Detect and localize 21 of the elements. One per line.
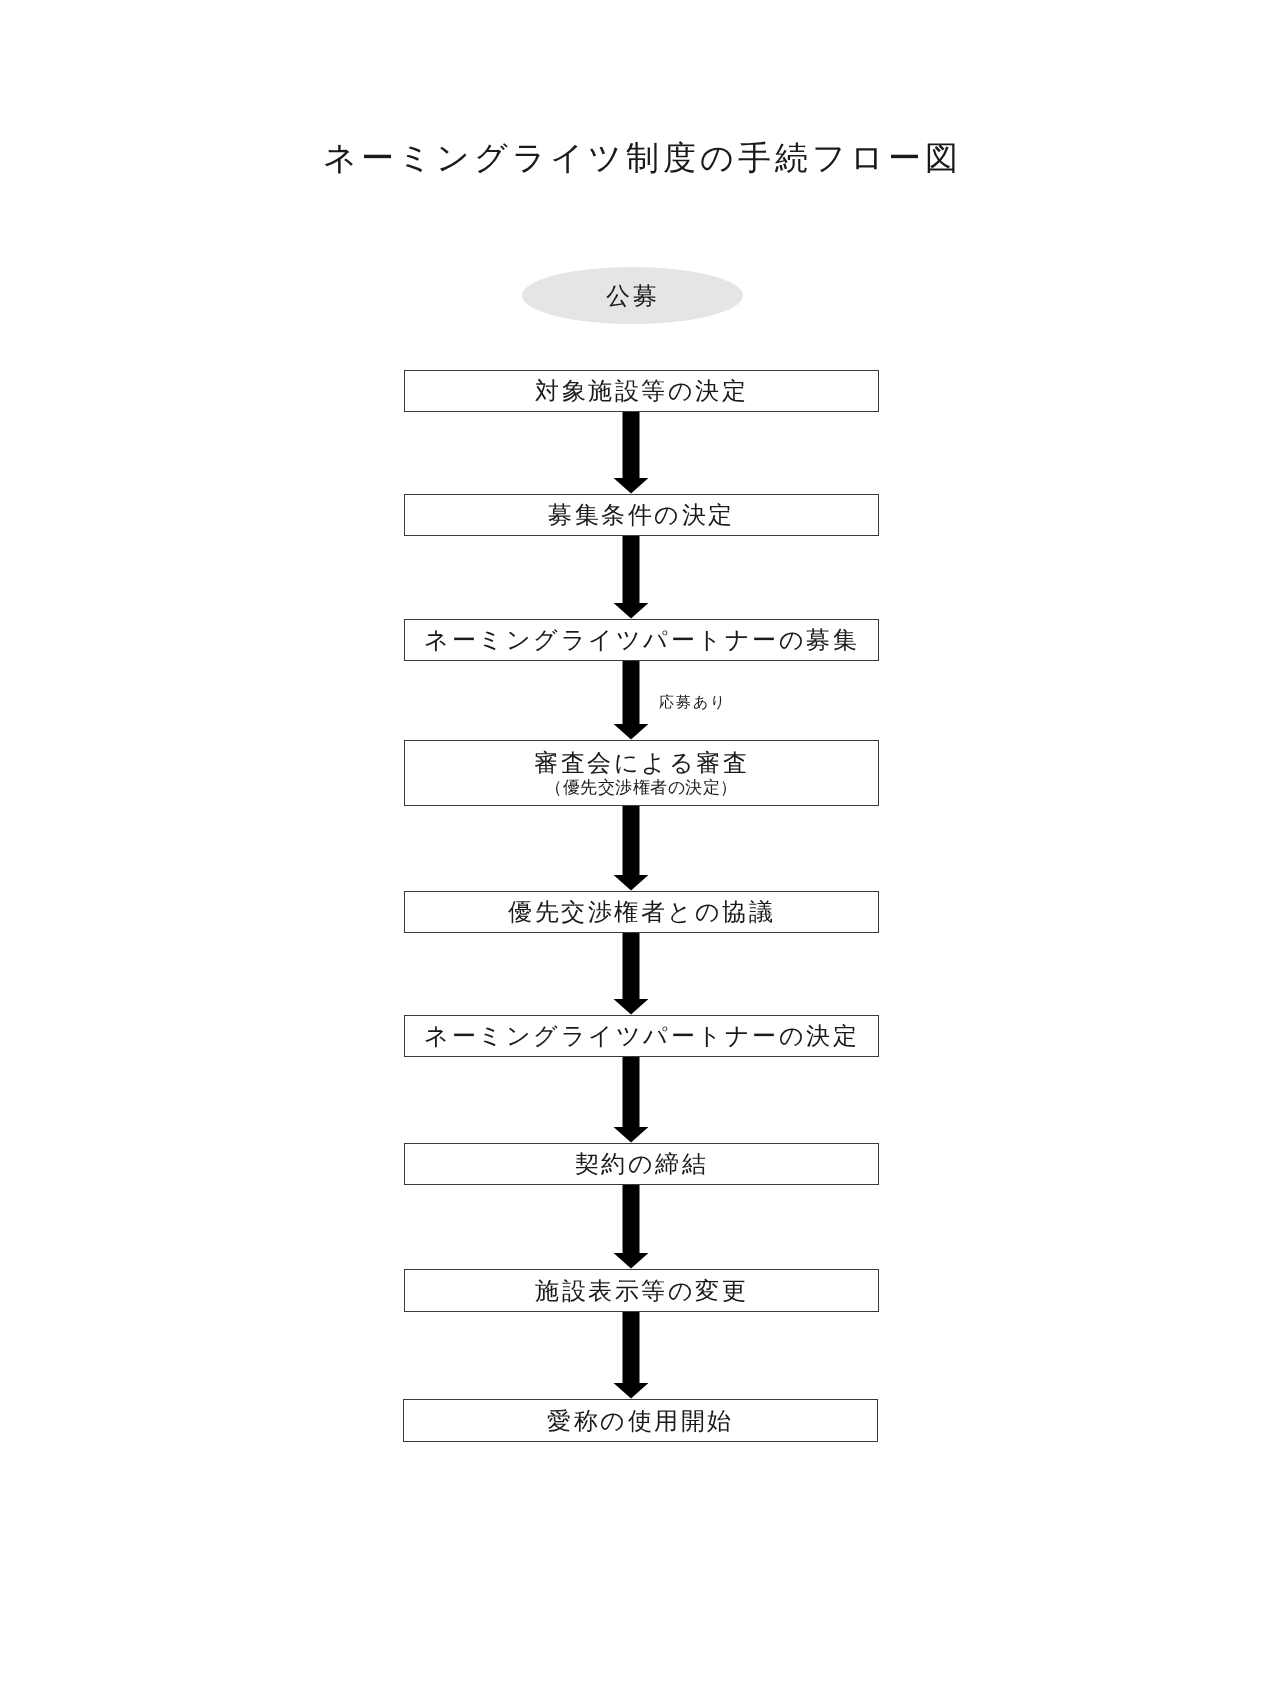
process-box: 施設表示等の変更 <box>404 1269 879 1312</box>
process-box: 契約の締結 <box>404 1143 879 1185</box>
arrow <box>613 1312 649 1399</box>
title: ネーミングライツ制度の手続フロー図 <box>321 137 962 179</box>
arrow <box>613 933 649 1015</box>
arrow <box>613 1185 649 1269</box>
arrow <box>613 536 649 619</box>
process-box: 愛称の使用開始 <box>403 1399 878 1442</box>
arrow <box>613 1057 649 1143</box>
arrow <box>613 661 649 740</box>
process-box: ネーミングライツパートナーの募集 <box>404 619 879 661</box>
process-box: 対象施設等の決定 <box>404 370 879 412</box>
step-note: （優先交渉権者の決定） <box>545 776 738 797</box>
terminal-ellipse: 公募 <box>522 267 743 324</box>
process-box: ネーミングライツパートナーの決定 <box>404 1015 879 1057</box>
process-box: 優先交渉権者との協議 <box>404 891 879 933</box>
process-box <box>404 740 879 806</box>
step-title: 審査会による審査 <box>534 749 749 777</box>
process-box: 募集条件の決定 <box>404 494 879 536</box>
arrow <box>613 806 649 891</box>
arrow <box>613 412 649 494</box>
